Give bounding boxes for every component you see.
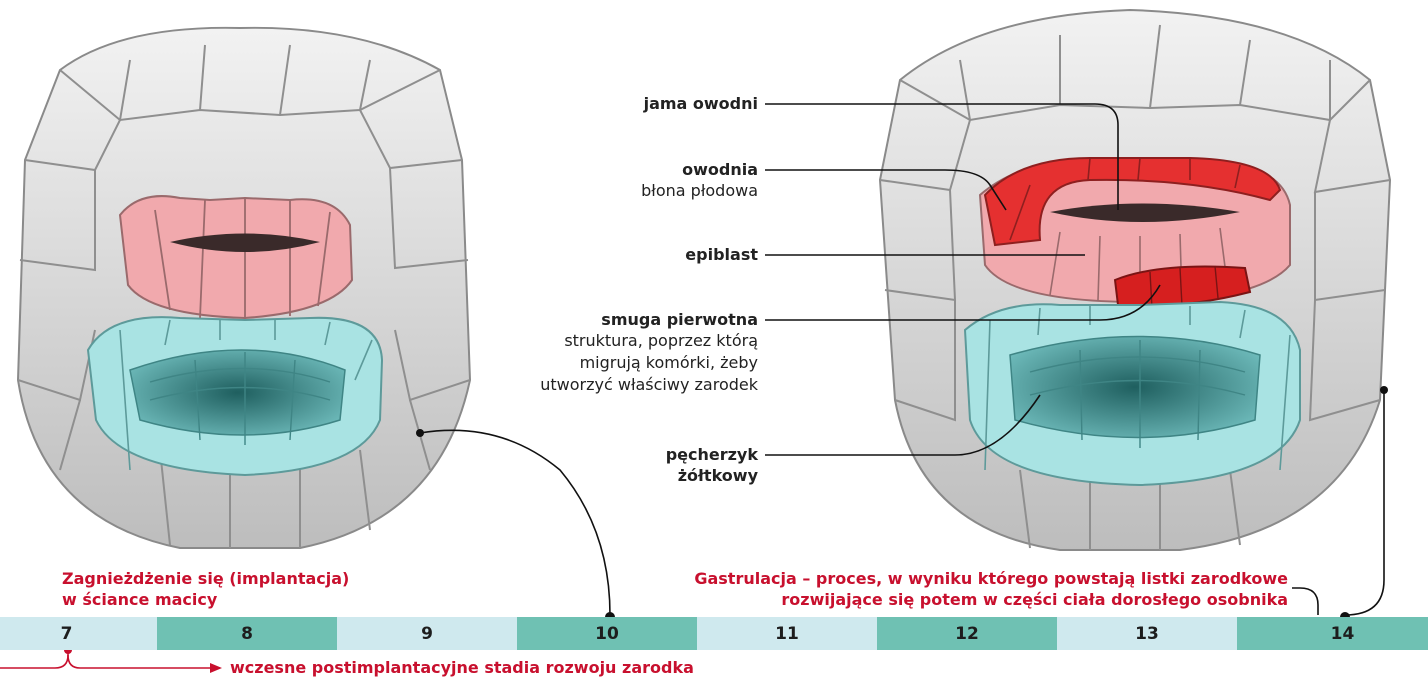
label-primitive-streak-desc-2: migrują komórki, żeby (580, 353, 758, 373)
event-implantation-line-1: Zagnieżdżenie się (implantacja) (62, 569, 349, 589)
event-implantation-line-2: w ściance macicy (62, 590, 217, 610)
event-gastrulation-line-2: rozwijające się potem w części ciała dor… (781, 590, 1288, 610)
event-early-stages: wczesne postimplantacyjne stadia rozwoju… (230, 658, 694, 678)
timeline-day-12: 12 (877, 617, 1057, 650)
label-primitive-streak-desc-3: utworzyć właściwy zarodek (540, 375, 758, 395)
timeline-day-11: 11 (697, 617, 877, 650)
timeline-day-9: 9 (337, 617, 517, 650)
label-amnion: owodnia (682, 160, 758, 180)
label-yolk-sac-1: pęcherzyk (666, 445, 758, 465)
timeline-day-13: 13 (1057, 617, 1237, 650)
label-primitive-streak-desc-1: struktura, poprzez którą (564, 331, 758, 351)
connector-dot-day10 (416, 429, 424, 437)
connector-dot-day14 (1380, 386, 1388, 394)
label-amniotic-cavity: jama owodni (644, 94, 758, 114)
event-gastrulation-line-1: Gastrulacja – proces, w wyniku którego p… (694, 569, 1288, 589)
label-yolk-sac-2: żółtkowy (678, 466, 758, 486)
arrow-head-icon (210, 663, 222, 673)
timeline-day-7: 7 (0, 617, 157, 650)
timeline-day-10: 10 (517, 617, 697, 650)
label-primitive-streak: smuga pierwotna (601, 310, 758, 330)
label-epiblast: epiblast (685, 245, 758, 265)
timeline-day-8: 8 (157, 617, 337, 650)
timeline-day-14: 14 (1237, 617, 1428, 650)
label-amnion-sub: błona płodowa (641, 181, 758, 201)
